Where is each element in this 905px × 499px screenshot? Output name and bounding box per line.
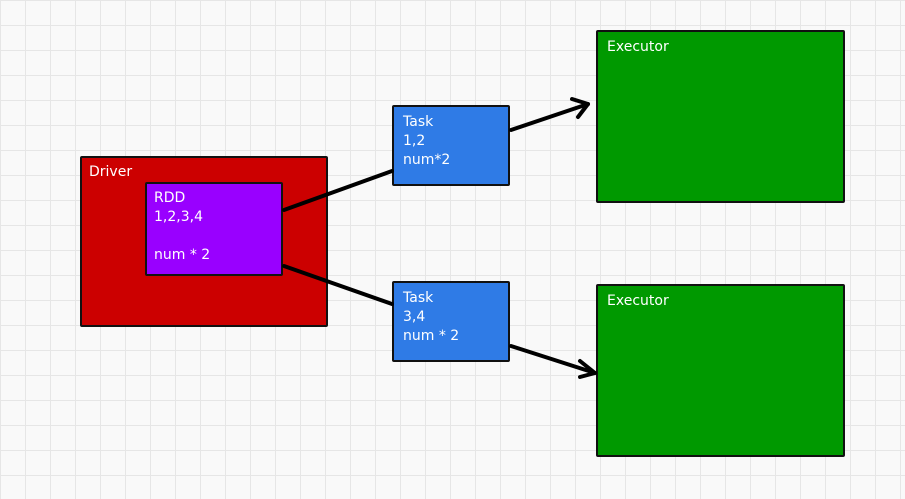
task-2-func: num * 2 xyxy=(403,328,460,344)
executor-2-label: Executor xyxy=(607,293,669,309)
arrow-task-2-to-executor-2 xyxy=(509,344,597,375)
task-1-label: Task xyxy=(403,114,434,130)
task-box-2: Task 3,4 num * 2 xyxy=(392,281,510,362)
arrowhead-executor-2 xyxy=(578,359,597,379)
task-2-data: 3,4 xyxy=(403,309,426,325)
task-1-data: 1,2 xyxy=(403,133,426,149)
rdd-box: RDD 1,2,3,4 num * 2 xyxy=(145,182,283,276)
executor-1-label: Executor xyxy=(607,39,669,55)
task-box-1: Task 1,2 num*2 xyxy=(392,105,510,186)
connector-rdd-to-task-1 xyxy=(282,169,394,212)
arrow-task-1-to-executor-1 xyxy=(509,102,590,132)
rdd-label: RDD xyxy=(154,190,186,206)
executor-box-2: Executor xyxy=(596,284,845,457)
connector-rdd-to-task-2 xyxy=(282,264,394,306)
rdd-data: 1,2,3,4 xyxy=(154,209,203,225)
arrowhead-executor-1 xyxy=(570,97,590,119)
executor-box-1: Executor xyxy=(596,30,845,203)
rdd-func: num * 2 xyxy=(154,247,211,263)
task-1-func: num*2 xyxy=(403,152,451,168)
task-2-label: Task xyxy=(403,290,434,306)
driver-label: Driver xyxy=(89,164,133,180)
